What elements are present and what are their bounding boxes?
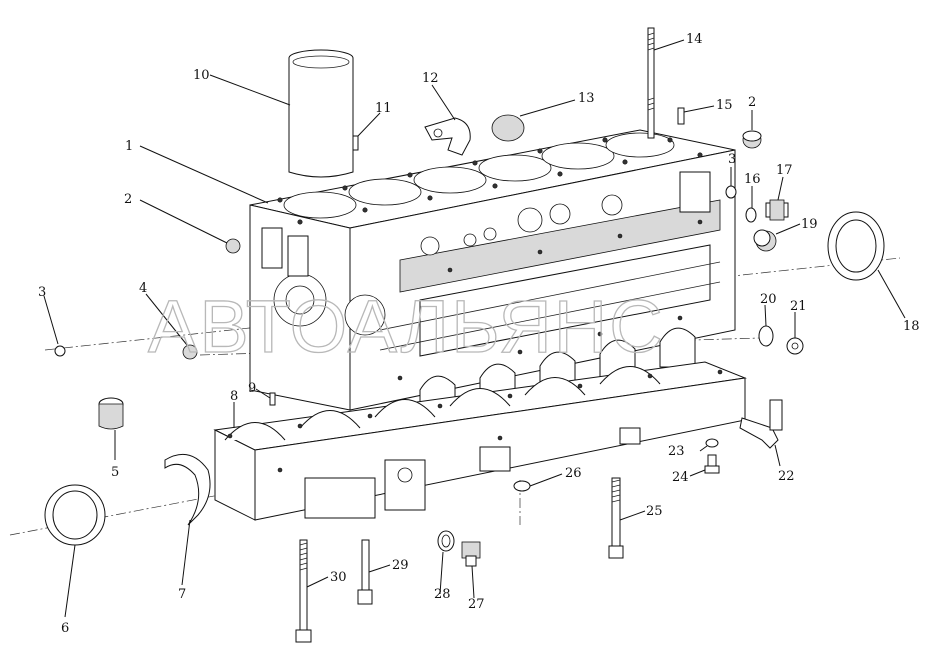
callout-2-left: 2 [124, 192, 132, 207]
callout-16: 16 [744, 172, 761, 187]
callout-14: 14 [686, 32, 703, 47]
elbow-fitting-12 [424, 117, 471, 156]
callout-15: 15 [716, 98, 733, 113]
callout-23: 23 [668, 444, 685, 459]
callout-8: 8 [230, 389, 238, 404]
bolt-30 [295, 539, 312, 643]
callout-27: 27 [468, 597, 485, 612]
pin-3-top [725, 185, 737, 199]
callout-2-right: 2 [748, 95, 756, 110]
callout-29: 29 [392, 558, 409, 573]
callout-26: 26 [565, 466, 582, 481]
stud-14 [647, 27, 655, 139]
callout-17: 17 [776, 163, 793, 178]
callout-24: 24 [672, 470, 689, 485]
callout-22: 22 [778, 469, 795, 484]
washer-21 [786, 337, 804, 355]
callout-3-right: 3 [728, 152, 736, 167]
pin-15 [677, 107, 685, 125]
leader-lines [43, 39, 906, 618]
callout-5: 5 [111, 465, 119, 480]
cup-plug-2-side [225, 238, 241, 254]
callout-19: 19 [801, 217, 818, 232]
callout-20: 20 [760, 292, 777, 307]
callout-30: 30 [330, 570, 347, 585]
bolt-29 [357, 539, 373, 605]
bearing-ladder [213, 361, 747, 521]
callout-28: 28 [434, 587, 451, 602]
bolt-25 [608, 477, 624, 559]
plug-4 [182, 344, 198, 360]
seal-ring-6 [44, 484, 106, 546]
callout-labels: 1 2 2 3 3 4 5 6 7 8 9 10 11 12 13 14 15 … [38, 32, 920, 636]
callout-18: 18 [903, 319, 920, 334]
cylinder-liner [288, 49, 354, 178]
elbow-22 [739, 399, 783, 449]
callout-7: 7 [178, 587, 186, 602]
pin-9 [269, 392, 276, 406]
bolt-24 [704, 454, 720, 474]
bushing-5 [98, 397, 124, 430]
callout-21: 21 [790, 299, 807, 314]
watermark: АВТОАЛЬЯНС [148, 285, 665, 368]
callout-25: 25 [646, 504, 663, 519]
callout-13: 13 [578, 91, 595, 106]
callout-3-left: 3 [38, 285, 46, 300]
dowel-pin-11 [352, 135, 359, 151]
thrust-washer-7 [164, 453, 211, 526]
callout-9: 9 [248, 381, 256, 396]
gasket-28 [437, 530, 455, 552]
seal-18 [827, 211, 885, 281]
plug-27 [461, 541, 481, 567]
callout-4: 4 [139, 281, 147, 296]
plug-20 [758, 325, 774, 347]
callout-12: 12 [422, 71, 439, 86]
washer-23 [705, 438, 719, 448]
plug-17 [765, 199, 789, 221]
pin-3-side [54, 345, 66, 357]
callout-11: 11 [375, 101, 392, 116]
callout-1: 1 [125, 139, 133, 154]
cup-19 [753, 229, 777, 252]
cup-plug-13 [491, 114, 525, 142]
callout-6: 6 [61, 621, 69, 636]
callout-10: 10 [193, 68, 210, 83]
cup-plug-2-top [742, 130, 762, 149]
plug-16 [745, 207, 757, 223]
washer-26 [513, 480, 531, 492]
